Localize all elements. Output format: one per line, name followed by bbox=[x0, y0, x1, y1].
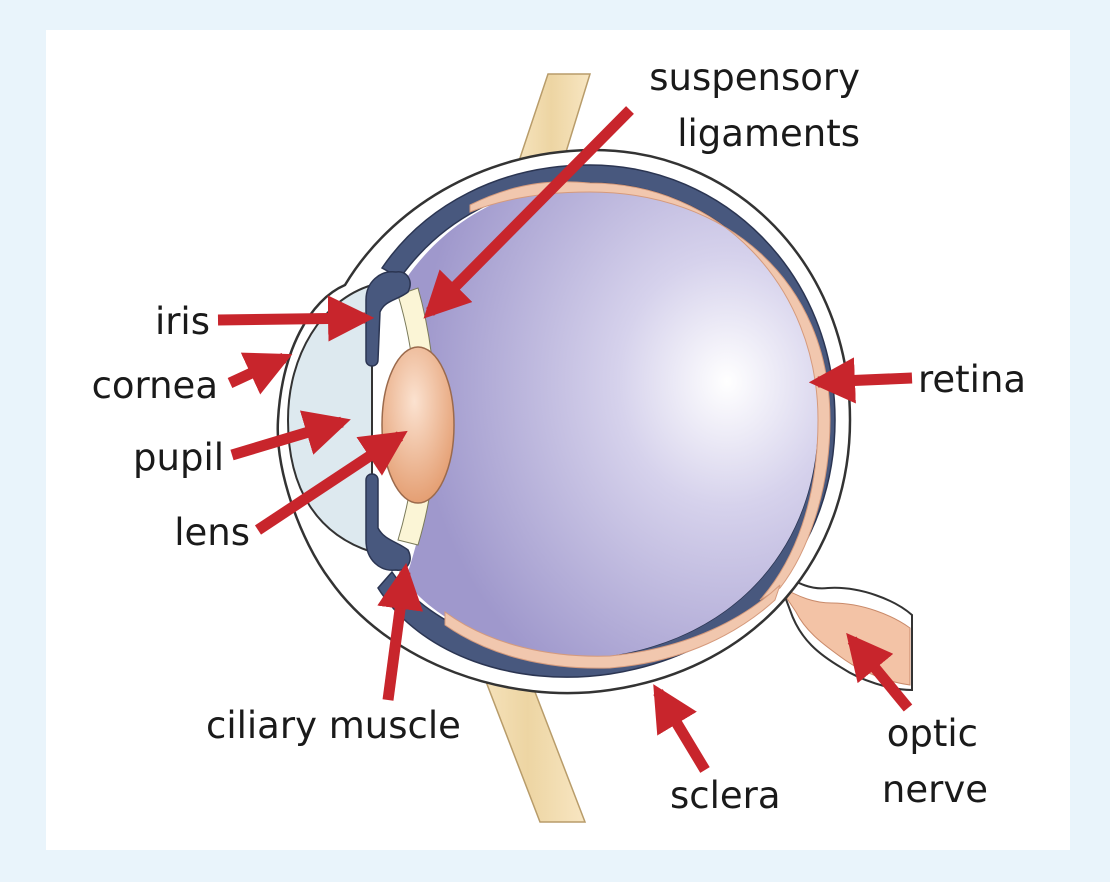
arrows bbox=[217, 106, 913, 773]
label-sclera: sclera bbox=[670, 774, 781, 817]
label-retina: retina bbox=[918, 358, 1026, 401]
iris-upper bbox=[365, 271, 411, 367]
label-iris: iris bbox=[155, 300, 210, 343]
arrow-retina bbox=[808, 357, 913, 404]
retina-lower bbox=[444, 584, 781, 669]
label-cornea: cornea bbox=[92, 364, 218, 407]
arrow-suspensory bbox=[423, 106, 634, 319]
arrow-sclera bbox=[653, 684, 710, 773]
label-ciliary-muscle: ciliary muscle bbox=[206, 704, 461, 747]
vitreous-body bbox=[405, 183, 818, 657]
label-suspensory-line2: ligaments bbox=[677, 112, 860, 155]
label-lens: lens bbox=[174, 511, 250, 554]
arrow-iris bbox=[217, 295, 375, 342]
arrow-cornea bbox=[227, 352, 293, 395]
arrow-lens bbox=[254, 430, 408, 535]
arrow-pupil bbox=[230, 410, 351, 461]
label-optic-line1: optic bbox=[887, 712, 978, 755]
arrow-optic bbox=[846, 632, 913, 712]
arrow-ciliary bbox=[377, 562, 424, 701]
label-pupil: pupil bbox=[133, 436, 224, 479]
label-suspensory-line1: suspensory bbox=[649, 56, 860, 99]
label-optic-line2: nerve bbox=[882, 768, 988, 811]
lens bbox=[381, 346, 455, 504]
